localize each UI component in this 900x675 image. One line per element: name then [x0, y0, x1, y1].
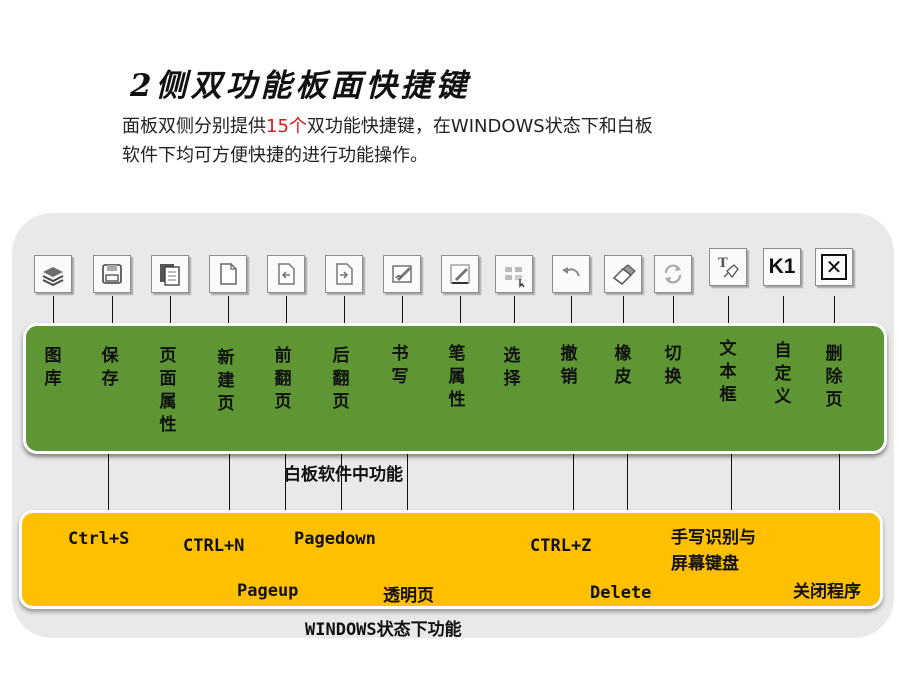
connector-ctrl-s — [108, 452, 109, 520]
select-icon — [505, 267, 525, 288]
select-button[interactable] — [495, 255, 533, 293]
text-box-button[interactable]: T — [709, 248, 747, 286]
page-properties-button[interactable] — [151, 255, 189, 293]
connector-button-8 — [460, 296, 461, 326]
windows-label-ctrl-n: CTRL+N — [183, 536, 245, 556]
windows-label-delete: Delete — [590, 583, 652, 603]
description-line-2: 软件下均可方便快捷的进行功能操作。 — [122, 145, 428, 166]
connector-button-11 — [623, 296, 624, 326]
windows-function-bar — [19, 510, 883, 609]
switch-icon — [664, 264, 682, 284]
connector-ctrl-z — [573, 452, 574, 520]
windows-label-pageup: Pageup — [237, 581, 299, 601]
connector-button-15 — [834, 296, 835, 326]
function-label-save: 保存 — [101, 346, 119, 389]
save-icon — [102, 264, 122, 284]
whiteboard-function-bar — [23, 323, 887, 454]
svg-text:T: T — [718, 256, 728, 271]
connector-handwriting — [731, 452, 732, 520]
close-page-icon: ✕ — [821, 254, 847, 280]
function-label-switch: 切换 — [664, 344, 682, 387]
windows-label-ctrl-z: CTRL+Z — [530, 536, 592, 556]
connector-ctrl-n — [229, 452, 230, 520]
function-label-new-page: 新建页 — [217, 348, 235, 414]
pen-properties-button[interactable] — [441, 255, 479, 293]
connector-button-6 — [344, 296, 345, 326]
connector-button-4 — [228, 296, 229, 326]
save-button[interactable] — [93, 255, 131, 293]
delete-page-button[interactable]: ✕ — [815, 248, 853, 286]
pen-write-icon — [392, 265, 412, 283]
eraser-icon — [612, 264, 636, 285]
connector-pagedown — [341, 452, 342, 527]
undo-icon — [562, 267, 580, 277]
highlighter-icon — [450, 264, 470, 284]
new-page-icon — [220, 263, 237, 285]
connector-button-7 — [402, 296, 403, 326]
description-highlight: 15个 — [266, 116, 307, 137]
text-box-icon: T — [718, 256, 739, 279]
connector-button-9 — [514, 296, 515, 326]
description-part-2: 双功能快捷键，在WINDOWS状态下和白板 — [306, 116, 653, 137]
windows-label-transparent-page: 透明页 — [383, 586, 434, 606]
function-label-eraser: 橡皮 — [614, 344, 632, 387]
windows-label-pagedown: Pagedown — [294, 529, 376, 549]
function-label-pen-properties: 笔属性 — [448, 344, 466, 410]
function-label-text-box: 文本框 — [719, 339, 737, 405]
function-label-custom: 自定义 — [774, 341, 792, 407]
connector-button-12 — [673, 296, 674, 326]
function-label-gallery: 图库 — [44, 346, 62, 389]
stack-icon — [42, 267, 64, 287]
connector-button-3 — [170, 296, 171, 326]
connector-button-1 — [53, 296, 54, 326]
description: 面板双侧分别提供15个双功能快捷键，在WINDOWS状态下和白板 软件下均可方便… — [122, 112, 822, 170]
next-page-button[interactable] — [325, 255, 363, 293]
whiteboard-caption: 白板软件中功能 — [284, 465, 403, 485]
gallery-button[interactable] — [34, 255, 72, 293]
custom-key-button[interactable]: K1 — [763, 248, 801, 286]
page-forward-icon — [336, 263, 353, 285]
k1-icon: K1 — [768, 255, 796, 278]
function-label-next-page: 后翻页 — [332, 346, 350, 412]
connector-button-10 — [571, 296, 572, 326]
windows-label-handwriting: 手写识别与 屏幕键盘 — [671, 525, 756, 577]
connector-button-13 — [728, 296, 729, 326]
connector-button-2 — [112, 296, 113, 326]
windows-label-handwriting-line-1: 手写识别与 — [671, 528, 756, 548]
connector-button-14 — [783, 296, 784, 326]
connector-button-5 — [286, 296, 287, 326]
function-label-page-properties: 页面属性 — [159, 346, 177, 435]
description-line-1: 面板双侧分别提供15个双功能快捷键，在WINDOWS状态下和白板 — [122, 112, 822, 141]
windows-caption: WINDOWS状态下功能 — [305, 620, 462, 640]
windows-label-close-program: 关闭程序 — [793, 582, 861, 602]
slide-title: 2侧双功能板面快捷键 — [130, 68, 471, 104]
description-part-1: 面板双侧分别提供 — [122, 116, 266, 137]
new-page-button[interactable] — [209, 255, 247, 293]
write-button[interactable] — [383, 255, 421, 293]
eraser-button[interactable] — [604, 255, 642, 293]
function-label-select: 选择 — [503, 346, 521, 389]
previous-page-button[interactable] — [267, 255, 305, 293]
pages-icon — [160, 264, 180, 286]
function-label-previous-page: 前翻页 — [274, 346, 292, 412]
function-label-delete-page: 删除页 — [825, 344, 843, 410]
switch-button[interactable] — [654, 255, 692, 293]
windows-label-ctrl-s: Ctrl+S — [68, 529, 130, 549]
undo-button[interactable] — [552, 255, 590, 293]
windows-label-handwriting-line-2: 屏幕键盘 — [671, 554, 739, 574]
page-back-icon — [278, 263, 295, 285]
function-label-undo: 撤销 — [560, 344, 578, 387]
function-label-write: 书写 — [391, 344, 409, 387]
